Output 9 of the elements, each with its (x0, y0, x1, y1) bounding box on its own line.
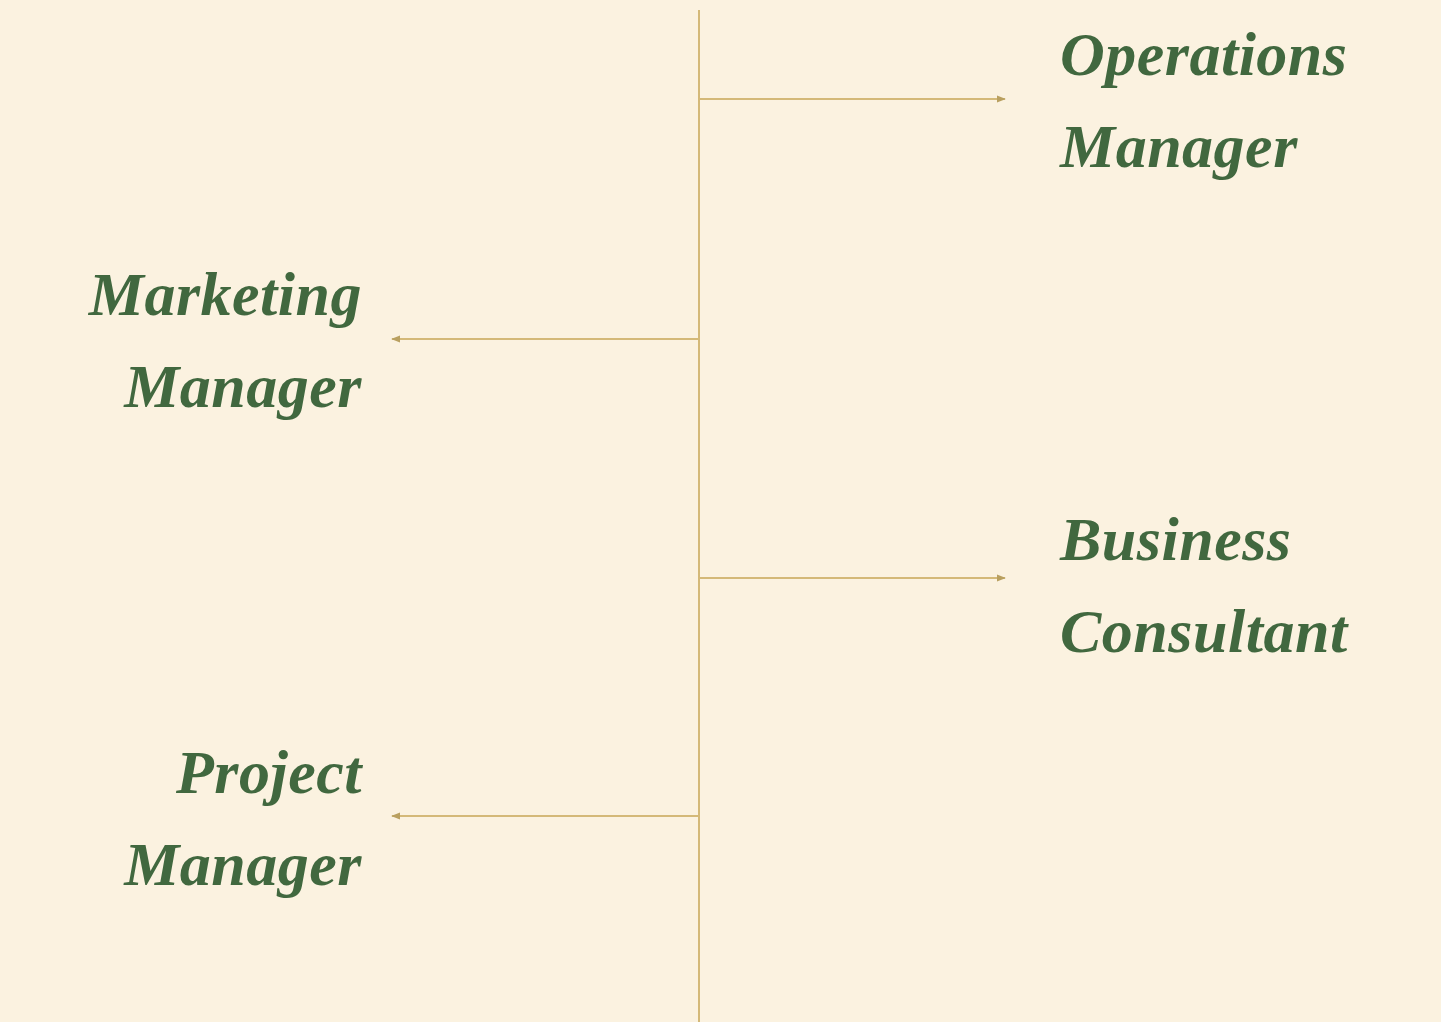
job-title: Business Consultant (1060, 504, 1350, 667)
arrow (698, 95, 1006, 103)
job-title: Project Manager (122, 737, 362, 900)
job-title: Marketing Manager (87, 259, 362, 422)
arrow (698, 574, 1006, 582)
arrow (391, 335, 700, 343)
vertical-line (698, 10, 700, 1022)
job-title: Operations Manager (1060, 19, 1349, 182)
arrow (391, 812, 700, 820)
